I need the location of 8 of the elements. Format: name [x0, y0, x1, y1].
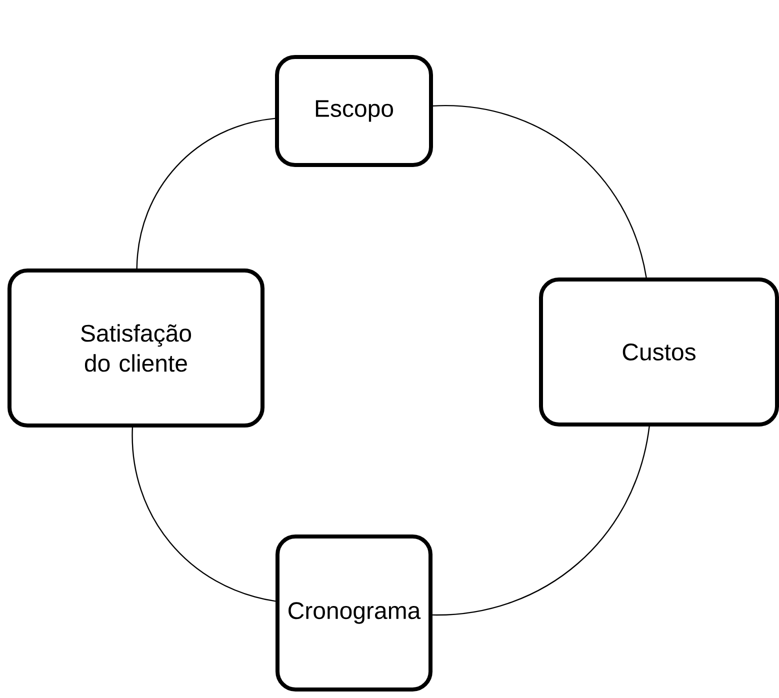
connector-arc — [132, 427, 276, 602]
connector-arc — [136, 118, 276, 269]
connector-arc — [432, 426, 650, 616]
process-box: Satisfação do cliente — [8, 268, 264, 428]
process-box: Cronograma — [276, 534, 432, 692]
connector-arc — [433, 105, 647, 278]
process-box: Custos — [539, 278, 779, 426]
process-box: Escopo — [275, 55, 433, 167]
